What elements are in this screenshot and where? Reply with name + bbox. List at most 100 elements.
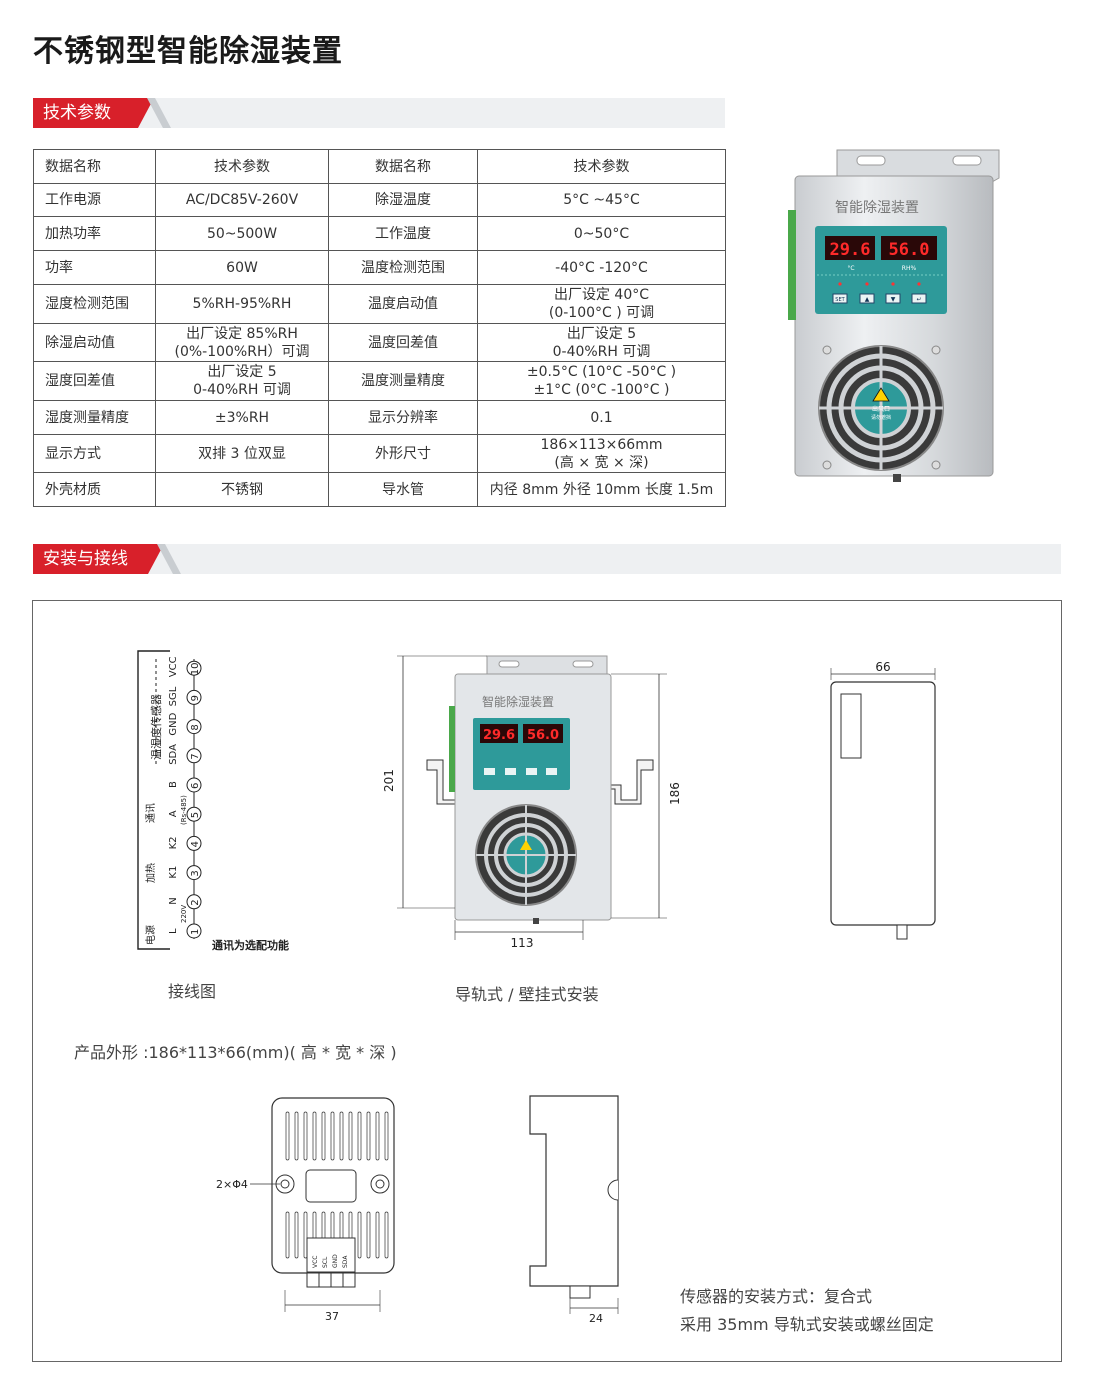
terminal-signal-label: SDA (168, 744, 179, 765)
section-title-install: 安装与接线 (43, 549, 128, 569)
svg-text:电源: 电源 (144, 925, 157, 945)
table-header-cell: 数据名称 (328, 149, 478, 184)
terminal-signal-label: L (168, 928, 179, 934)
table-cell: 温度回差值 (328, 323, 478, 362)
terminal-pin-number: 9 (190, 695, 201, 701)
table-cell: 双排 3 位双显 (155, 434, 329, 473)
svg-text:37: 37 (325, 1310, 339, 1323)
table-cell: 温度启动值 (328, 284, 478, 324)
terminal-pin (186, 777, 202, 793)
svg-text:201: 201 (382, 769, 396, 792)
page-title: 不锈钢型智能除湿装置 (33, 34, 343, 69)
terminal-pin (186, 806, 202, 822)
table-cell: 出厂设定 5 0-40%RH 可调 (155, 361, 329, 401)
section-header-specs: 技术参数 (33, 98, 725, 128)
terminal-pin (186, 719, 202, 735)
table-cell: 温度检测范围 (328, 250, 478, 285)
table-cell: 0.1 (477, 400, 726, 435)
svg-text:24: 24 (589, 1312, 603, 1325)
table-cell: 湿度检测范围 (33, 284, 156, 324)
section-tag-tail (148, 544, 164, 574)
sensor-rail-note: 采用 35mm 导轨式安装或螺丝固定 (680, 1315, 934, 1334)
table-cell: 出厂设定 40°C (0-100°C ) 可调 (477, 284, 726, 324)
terminal-pin (186, 865, 202, 881)
display-left-value: 29.6 (830, 240, 871, 260)
svg-text:SDA: SDA (342, 1255, 349, 1268)
svg-text:SET: SET (835, 297, 845, 303)
svg-text:186: 186 (668, 782, 682, 805)
table-cell: 186×113×66mm (高 × 宽 × 深) (477, 434, 726, 473)
terminal-pin (186, 923, 202, 939)
table-cell: 不锈钢 (155, 472, 329, 507)
sensor-side-drawing: 24 (529, 1095, 619, 1325)
section-title-specs: 技术参数 (43, 103, 111, 123)
terminal-signal-label: VCC (168, 656, 179, 677)
terminal-pin (186, 835, 202, 851)
table-cell: ±3%RH (155, 400, 329, 435)
sensor-front-drawing: 2×Φ4 VCC SCL GND SDA 37 (216, 1097, 395, 1323)
table-cell: -40°C -120°C (477, 250, 726, 285)
terminal-pin (186, 689, 202, 705)
terminal-pin-number: 6 (190, 783, 201, 789)
terminal-signal-label: A (168, 810, 179, 817)
svg-text:通讯为选配功能: 通讯为选配功能 (212, 938, 289, 952)
table-cell: 5%RH-95%RH (155, 284, 329, 324)
terminal-signal-label: SGL (168, 686, 179, 706)
table-cell: 出厂设定 85%RH (0%-100%RH）可调 (155, 323, 329, 362)
table-cell: 60W (155, 250, 329, 285)
terminal-pin-number: 2 (190, 899, 201, 905)
terminal-pin-number: 10 (190, 662, 201, 675)
table-header-cell: 技术参数 (477, 149, 726, 184)
product-shape-text: 产品外形 :186*113*66(mm)( 高 * 宽 * 深 ) (74, 1043, 397, 1062)
table-cell: 功率 (33, 250, 156, 285)
svg-text:2×Φ4: 2×Φ4 (216, 1178, 248, 1191)
sensor-mount-note: 传感器的安装方式：复合式 (680, 1287, 873, 1306)
table-cell: 湿度回差值 (33, 361, 156, 401)
svg-text:113: 113 (511, 936, 534, 950)
terminal-block (788, 210, 796, 320)
svg-text:°C: °C (847, 265, 854, 272)
table-cell: 加热功率 (33, 216, 156, 251)
install-drawing: 智能除湿装置 29.6 56.0 201 186 113 (382, 655, 682, 950)
svg-text:出风口: 出风口 (872, 405, 890, 413)
section-tag-tail (138, 98, 154, 128)
table-cell: 温度测量精度 (328, 361, 478, 401)
svg-text:智能除湿装置: 智能除湿装置 (482, 694, 554, 709)
terminal-signal-label: K2 (168, 836, 179, 849)
svg-text:请勿遮挡: 请勿遮挡 (871, 414, 891, 421)
terminal-signal-label: GND (168, 712, 179, 735)
svg-text:66: 66 (875, 660, 890, 674)
svg-text:GND: GND (332, 1254, 339, 1268)
svg-text:56.0: 56.0 (527, 728, 559, 743)
table-cell: ±0.5°C (10°C -50°C ) ±1°C (0°C -100°C ) (477, 361, 726, 401)
section-tag: 技术参数 (33, 98, 138, 128)
svg-text:(Rs-485): (Rs-485) (180, 795, 188, 825)
terminal-pin-number: 1 (190, 929, 201, 935)
table-header-cell: 数据名称 (33, 149, 156, 184)
svg-text:29.6: 29.6 (483, 728, 515, 743)
installation-drawings-frame (32, 600, 1062, 1362)
table-cell: 除湿温度 (328, 183, 478, 217)
terminal-pin-number: 8 (190, 724, 201, 730)
table-cell: 除湿启动值 (33, 323, 156, 362)
table-cell: 内径 8mm 外径 10mm 长度 1.5m (477, 472, 726, 507)
table-cell: 工作温度 (328, 216, 478, 251)
svg-text:220V: 220V (180, 905, 188, 923)
svg-text:通讯: 通讯 (145, 803, 157, 823)
svg-text:↵: ↵ (916, 296, 921, 303)
terminal-pin-number: 7 (190, 753, 201, 759)
terminal-pin (186, 894, 202, 910)
wiring-caption: 接线图 (168, 982, 217, 1001)
install-caption: 导轨式 / 壁挂式安装 (455, 985, 599, 1004)
section-header-install: 安装与接线 (33, 544, 1061, 574)
svg-text:加热: 加热 (144, 863, 157, 883)
terminal-pin (186, 748, 202, 764)
